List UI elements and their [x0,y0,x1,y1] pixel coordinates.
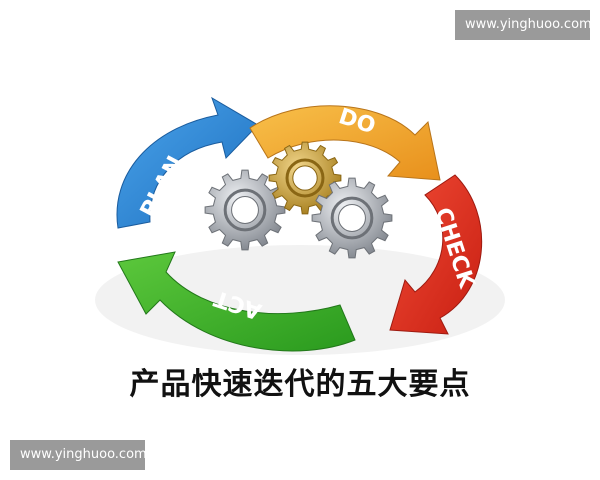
center-gold-gear-icon [268,141,342,215]
right-silver-gear-icon [311,177,393,259]
caption: 产品快速迭代的五大要点 [129,367,471,402]
watermark-bottom: www.yinghuoo.com [10,440,147,470]
left-silver-gear-icon [204,169,286,251]
watermark-top: www.yinghuoo.com [455,10,592,40]
